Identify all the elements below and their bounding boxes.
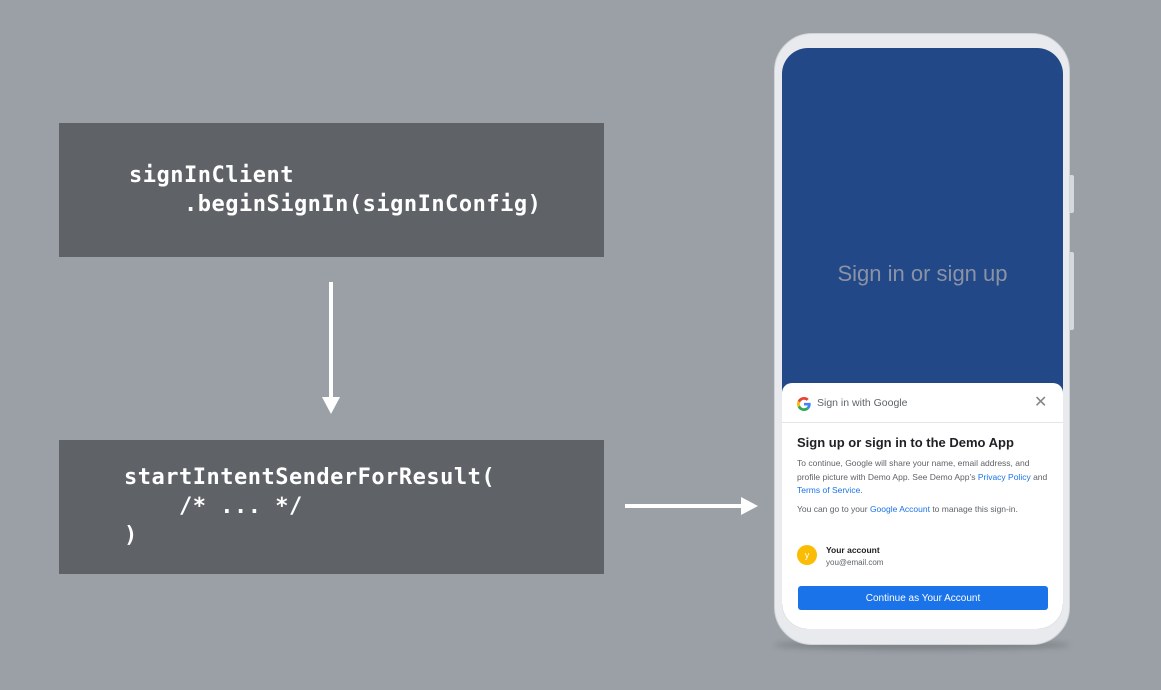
arrow-down-icon	[322, 397, 340, 414]
avatar[interactable]: y	[797, 545, 817, 565]
consent-text: To continue, Google will share your name…	[797, 458, 1030, 482]
manage-text-before: You can go to your	[797, 504, 870, 514]
code-block-begin-sign-in: signInClient .beginSignIn(signInConfig)	[59, 123, 604, 257]
sign-in-bottom-sheet: Sign in with Google ✕ Sign up or sign in…	[782, 383, 1063, 629]
sheet-title: Sign up or sign in to the Demo App	[797, 435, 1014, 450]
phone-shadow	[774, 640, 1070, 650]
continue-button[interactable]: Continue as Your Account	[798, 586, 1048, 610]
account-email: you@email.com	[826, 558, 884, 567]
phone-power-button	[1070, 175, 1074, 213]
google-logo-icon	[797, 397, 811, 411]
sheet-header: Sign in with Google ✕	[782, 383, 1063, 423]
sheet-header-label: Sign in with Google	[817, 397, 908, 409]
arrow-right-line	[625, 504, 743, 508]
arrow-down-line	[329, 282, 333, 398]
consent-paragraph: To continue, Google will share your name…	[797, 457, 1049, 498]
arrow-right-icon	[741, 497, 758, 515]
code-block-start-intent: startIntentSenderForResult( /* ... */ )	[59, 440, 604, 574]
code-start-intent: startIntentSenderForResult( /* ... */ )	[124, 465, 496, 548]
terms-of-service-link[interactable]: Terms of Service	[797, 485, 861, 495]
consent-and-text: and	[1030, 471, 1048, 482]
manage-text-after: to manage this sign-in.	[929, 504, 1018, 514]
privacy-policy-link[interactable]: Privacy Policy	[977, 471, 1031, 482]
account-name[interactable]: Your account	[826, 545, 880, 555]
google-account-link[interactable]: Google Account	[869, 504, 930, 514]
close-icon[interactable]: ✕	[1034, 394, 1048, 411]
phone-volume-button	[1070, 252, 1074, 330]
consent-period: .	[860, 485, 863, 495]
phone-screen: Sign in or sign up Sign in with Google ✕…	[782, 48, 1063, 629]
code-begin-sign-in: signInClient .beginSignIn(signInConfig)	[129, 163, 542, 217]
hero-title: Sign in or sign up	[837, 261, 1008, 286]
manage-paragraph: You can go to your Google Account to man…	[797, 503, 1049, 517]
